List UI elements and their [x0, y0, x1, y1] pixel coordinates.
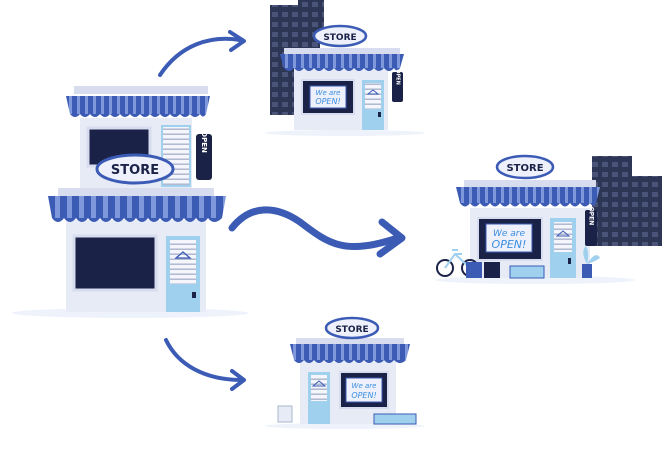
window-sign-line2: OPEN!: [315, 97, 340, 106]
crate: [277, 405, 293, 423]
svg-text:OPEN!: OPEN!: [351, 391, 376, 400]
svg-text:STORE: STORE: [323, 33, 356, 43]
crate: [484, 262, 500, 278]
crate: [466, 262, 482, 278]
right-store: We are OPEN! OPEN STORE: [435, 154, 662, 284]
svg-text:STORE: STORE: [506, 163, 543, 174]
upper-awning: [66, 96, 210, 114]
svg-text:STORE: STORE: [335, 325, 368, 335]
store-sign-text: STORE: [111, 163, 159, 178]
top-open-sign: OPEN: [392, 69, 403, 102]
main-window: [72, 234, 158, 292]
svg-text:OPEN!: OPEN!: [492, 238, 527, 251]
svg-text:OPEN: OPEN: [395, 69, 401, 85]
main-awning: [48, 196, 226, 218]
arrow-to-bottom-store: [164, 338, 246, 391]
right-store-awning: [456, 187, 600, 203]
planter: [373, 413, 417, 425]
open-sign-text: OPEN: [200, 131, 208, 153]
window-sign-line1: We are: [316, 89, 341, 97]
top-store-sign: STORE: [312, 24, 368, 48]
arrow-to-top-store: [158, 30, 246, 77]
store-sign: STORE: [95, 153, 175, 185]
planter: [509, 265, 545, 279]
plant-icon: [582, 246, 600, 278]
svg-text:We are: We are: [352, 382, 377, 390]
bottom-store: We are OPEN! STORE: [265, 316, 425, 429]
right-open-sign: OPEN: [585, 207, 597, 246]
svg-text:We are: We are: [493, 229, 526, 239]
svg-text:OPEN: OPEN: [588, 207, 595, 226]
open-sign-vertical: OPEN: [196, 131, 212, 180]
right-store-sign: STORE: [495, 154, 555, 180]
bottom-store-sign: STORE: [324, 316, 380, 340]
top-store: We are OPEN! OPEN STORE: [265, 0, 425, 136]
top-store-awning: [280, 54, 404, 68]
background-building: [592, 156, 632, 246]
origin-store: OPEN STORE: [12, 86, 248, 318]
arrow-to-right-store: [228, 206, 406, 258]
bottom-store-awning: [290, 344, 410, 360]
